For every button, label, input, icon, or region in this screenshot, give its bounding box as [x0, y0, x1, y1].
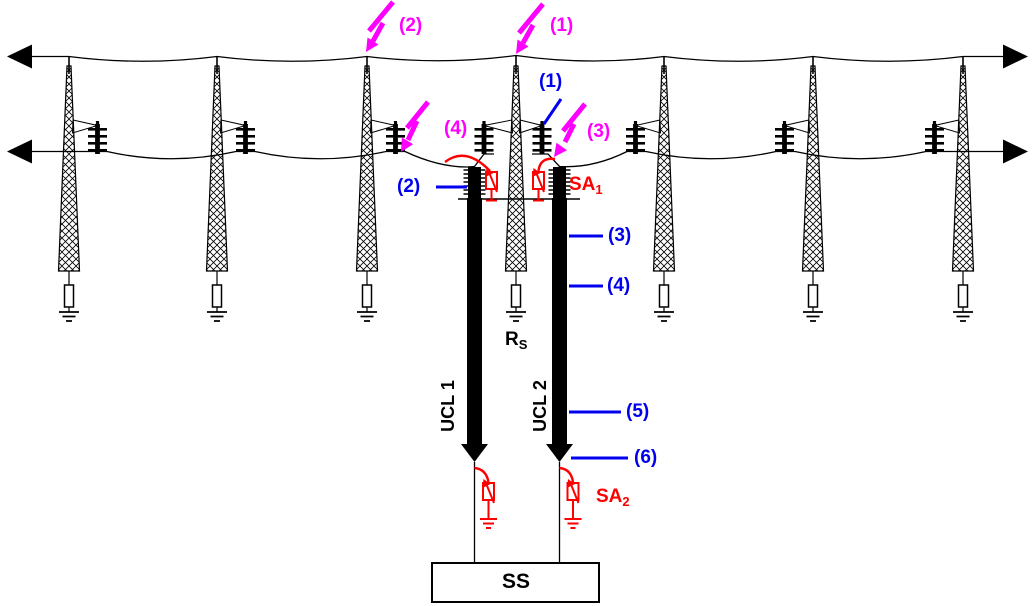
- ucl2-label: UCL 2: [530, 380, 550, 432]
- sa2-subscript: 2: [622, 494, 630, 509]
- sa2-text: SA: [596, 486, 623, 507]
- surge-arrester-label-sa2: SA2: [596, 486, 630, 509]
- sa1-subscript: 1: [595, 182, 603, 197]
- tower-5: [652, 55, 676, 322]
- lightning-bolt-3: [554, 102, 587, 157]
- callout-pointer-lines: [436, 98, 628, 460]
- callout-line-1: [542, 98, 563, 125]
- tower-6: [801, 55, 825, 322]
- insulator-string-t1: [73, 120, 108, 154]
- tower-2: [205, 55, 229, 322]
- line-continues-arrow-left-bottom: [7, 139, 32, 164]
- surge-arrester-sa1-left: [444, 154, 498, 202]
- surge-arrester-sa2-right: [559, 466, 583, 529]
- grounding-resistance-label: RS: [505, 329, 528, 352]
- phase-conductor-left: [32, 150, 494, 168]
- lightning-bolt-1: [516, 2, 545, 54]
- ucl1-cable: [460, 166, 489, 564]
- rs-text: R: [505, 329, 519, 350]
- insulator-string-t2: [221, 120, 256, 154]
- lightning-label-3: (3): [587, 121, 611, 142]
- callout-label-3: (3): [608, 225, 632, 246]
- line-continues-arrow-left-top: [7, 44, 32, 69]
- insulator-string-t7: [925, 120, 960, 154]
- ucl1-label: UCL 1: [438, 380, 458, 432]
- surge-arrester-sa1-right: [531, 157, 556, 202]
- insulator-string-t6: [775, 120, 810, 154]
- phase-conductor-right: [532, 150, 1003, 168]
- lightning-label-4: (4): [444, 118, 468, 139]
- lightning-label-2: (2): [399, 15, 423, 36]
- tower-4-transition: [504, 55, 528, 322]
- rs-subscript: S: [518, 337, 528, 352]
- callout-label-1: (1): [539, 71, 563, 92]
- surge-arrester-sa2-left: [474, 466, 498, 529]
- line-continues-arrow-right-bottom: [1003, 139, 1028, 164]
- shield-wire: [32, 54, 1003, 62]
- lightning-bolt-4: [401, 100, 430, 152]
- insulator-strings-t4: [474, 119, 552, 154]
- sa1-text: SA: [569, 174, 596, 195]
- tower-3: [355, 55, 379, 322]
- callout-label-2: (2): [397, 176, 421, 197]
- tower-7: [951, 55, 975, 322]
- line-continues-arrow-right-top: [1003, 44, 1028, 69]
- insulator-string-t5: [626, 120, 661, 154]
- callout-label-6: (6): [634, 447, 658, 468]
- insulator-string-t3: [371, 120, 406, 154]
- lightning-bolt-2: [366, 0, 395, 52]
- tower-1: [57, 55, 81, 322]
- substation-box: [431, 562, 600, 603]
- callout-label-4: (4): [607, 275, 631, 296]
- lightning-label-1: (1): [550, 15, 574, 36]
- surge-arrester-label-sa1: SA1: [569, 174, 603, 197]
- substation-label: SS: [501, 570, 530, 593]
- callout-label-5: (5): [626, 401, 650, 422]
